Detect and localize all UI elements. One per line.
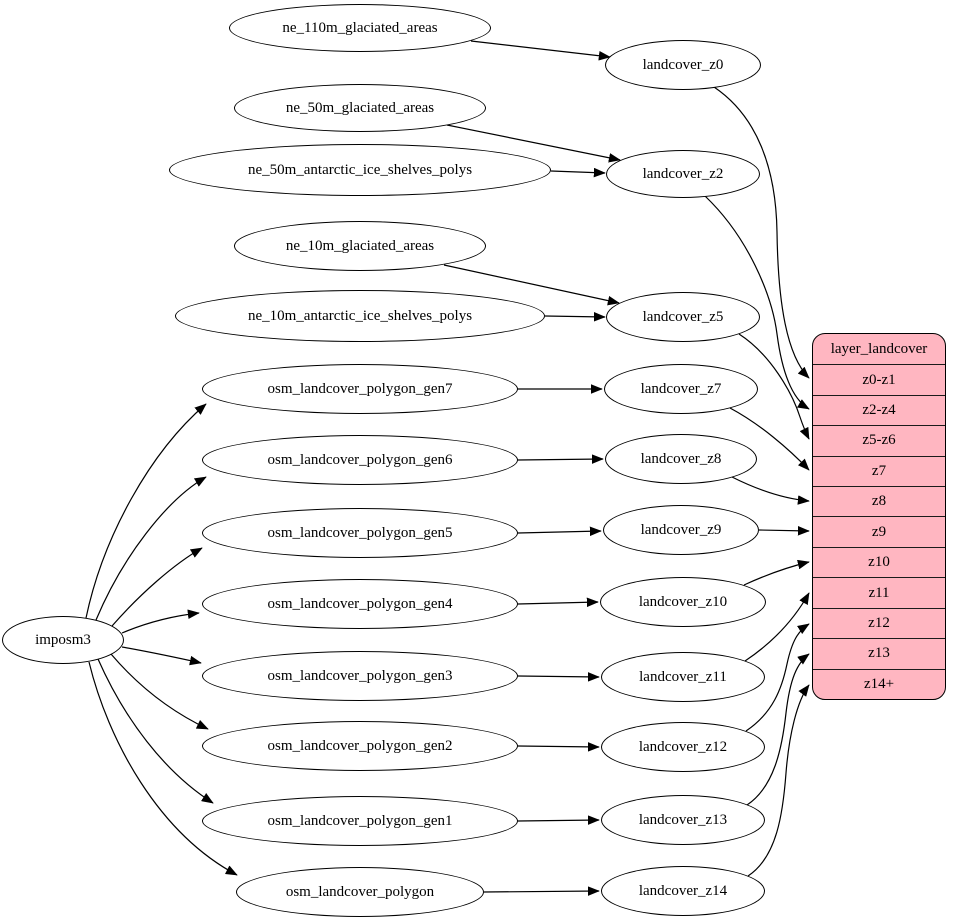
record-row-z7: z7 — [813, 455, 945, 486]
node-label: osm_landcover_polygon — [285, 883, 435, 900]
node-landcover_z12: landcover_z12 — [601, 722, 765, 772]
edge-osm_landcover_polygon_gen5-to-landcover_z9 — [517, 526, 602, 537]
edge-ne_50m_glaciated_areas-to-landcover_z2 — [446, 124, 621, 163]
node-label: osm_landcover_polygon_gen2 — [267, 737, 453, 754]
node-label: landcover_z11 — [639, 668, 727, 685]
node-label: osm_landcover_polygon_gen6 — [267, 451, 453, 468]
edge-osm_landcover_polygon_gen2-to-landcover_z12 — [517, 742, 600, 752]
record-row-z9: z9 — [813, 516, 945, 546]
node-ne_10m_glaciated_areas: ne_10m_glaciated_areas — [234, 221, 486, 271]
edge-landcover_z9-to-layer_landcover:z9 — [758, 525, 810, 536]
edge-landcover_z8-to-layer_landcover:z8 — [731, 476, 810, 505]
node-label: imposm3 — [35, 631, 91, 648]
edge-ne_10m_antarctic_ice_shelves_polys-to-landcover_z5 — [544, 312, 606, 322]
node-osm_landcover_polygon_gen3: osm_landcover_polygon_gen3 — [202, 651, 518, 701]
record-row-z10: z10 — [813, 546, 945, 577]
node-landcover_z9: landcover_z9 — [603, 505, 759, 555]
edge-ne_10m_glaciated_areas-to-landcover_z5 — [443, 264, 620, 306]
node-osm_landcover_polygon_gen1: osm_landcover_polygon_gen1 — [202, 796, 518, 846]
edge-landcover_z5-to-layer_landcover:z5-z6 — [738, 333, 810, 440]
node-osm_landcover_polygon_gen6: osm_landcover_polygon_gen6 — [202, 435, 518, 485]
record-row-z13: z13 — [813, 638, 945, 668]
node-label: ne_10m_antarctic_ice_shelves_polys — [247, 307, 473, 324]
node-osm_landcover_polygon_gen4: osm_landcover_polygon_gen4 — [202, 579, 518, 629]
node-landcover_z0: landcover_z0 — [605, 40, 761, 90]
edge-osm_landcover_polygon_gen3-to-landcover_z11 — [517, 672, 600, 682]
node-label: landcover_z0 — [642, 56, 724, 73]
node-label: landcover_z10 — [638, 593, 728, 610]
node-label: landcover_z12 — [638, 738, 728, 755]
node-label: ne_110m_glaciated_areas — [282, 19, 438, 36]
node-label: ne_10m_glaciated_areas — [285, 237, 435, 254]
edge-imposm3-to-osm_landcover_polygon_gen5 — [111, 547, 203, 627]
node-label: osm_landcover_polygon_gen1 — [267, 812, 453, 829]
record-row-z0-z1: z0-z1 — [813, 364, 945, 394]
edge-imposm3-to-osm_landcover_polygon_gen6 — [95, 476, 207, 621]
edge-osm_landcover_polygon_gen6-to-landcover_z8 — [517, 454, 604, 464]
node-label: landcover_z13 — [638, 811, 728, 828]
node-ne_50m_glaciated_areas: ne_50m_glaciated_areas — [234, 84, 486, 132]
node-label: osm_landcover_polygon_gen5 — [267, 524, 453, 541]
record-row-z2-z4: z2-z4 — [813, 394, 945, 425]
node-landcover_z10: landcover_z10 — [600, 577, 766, 627]
node-label: osm_landcover_polygon_gen7 — [267, 380, 453, 397]
node-osm_landcover_polygon_gen2: osm_landcover_polygon_gen2 — [202, 721, 518, 771]
node-label: osm_landcover_polygon_gen4 — [267, 595, 453, 612]
node-landcover_z13: landcover_z13 — [601, 795, 765, 845]
edge-landcover_z11-to-layer_landcover:z11 — [744, 592, 810, 662]
edge-osm_landcover_polygon_gen1-to-landcover_z13 — [517, 815, 600, 825]
node-label: ne_50m_glaciated_areas — [285, 99, 435, 116]
node-ne_10m_antarctic_ice_shelves_polys: ne_10m_antarctic_ice_shelves_polys — [175, 290, 545, 342]
node-landcover_z2: landcover_z2 — [606, 150, 760, 198]
node-label: ne_50m_antarctic_ice_shelves_polys — [247, 161, 473, 178]
edge-imposm3-to-osm_landcover_polygon_gen7 — [85, 403, 207, 619]
node-label: landcover_z9 — [640, 521, 722, 538]
node-label: landcover_z8 — [640, 450, 722, 467]
edge-landcover_z13-to-layer_landcover:z13 — [746, 653, 810, 806]
node-imposm3: imposm3 — [2, 616, 124, 664]
node-landcover_z8: landcover_z8 — [605, 434, 757, 484]
edge-osm_landcover_polygon-to-landcover_z14 — [483, 886, 600, 896]
node-osm_landcover_polygon: osm_landcover_polygon — [236, 867, 484, 917]
edge-landcover_z14-to-layer_landcover:z14+ — [747, 684, 810, 877]
edge-ne_110m_glaciated_areas-to-landcover_z0 — [470, 40, 611, 61]
node-label: landcover_z5 — [642, 308, 724, 325]
edge-landcover_z0-to-layer_landcover:z0-z1 — [713, 86, 810, 379]
record-row-z8: z8 — [813, 486, 945, 516]
edge-landcover_z10-to-layer_landcover:z10 — [743, 559, 810, 586]
node-ne_110m_glaciated_areas: ne_110m_glaciated_areas — [229, 4, 491, 52]
node-label: landcover_z2 — [642, 165, 724, 182]
record-row-z12: z12 — [813, 607, 945, 638]
node-label: osm_landcover_polygon_gen3 — [267, 667, 453, 684]
edge-landcover_z12-to-layer_landcover:z12 — [745, 623, 810, 732]
node-landcover_z5: landcover_z5 — [606, 292, 760, 342]
edge-imposm3-to-osm_landcover_polygon_gen4 — [121, 609, 200, 634]
record-title: layer_landcover — [830, 340, 928, 357]
node-landcover_z14: landcover_z14 — [601, 866, 765, 916]
edge-ne_50m_antarctic_ice_shelves_polys-to-landcover_z2 — [550, 167, 606, 178]
node-osm_landcover_polygon_gen5: osm_landcover_polygon_gen5 — [202, 508, 518, 558]
node-ne_50m_antarctic_ice_shelves_polys: ne_50m_antarctic_ice_shelves_polys — [169, 144, 551, 196]
record-row-z5-z6: z5-z6 — [813, 425, 945, 455]
edge-imposm3-to-osm_landcover_polygon_gen3 — [121, 646, 202, 666]
node-osm_landcover_polygon_gen7: osm_landcover_polygon_gen7 — [202, 364, 518, 414]
edge-imposm3-to-osm_landcover_polygon_gen1 — [97, 658, 214, 804]
edge-imposm3-to-osm_landcover_polygon_gen2 — [110, 653, 209, 730]
record-row-z14+: z14+ — [813, 668, 945, 699]
node-landcover_z11: landcover_z11 — [601, 652, 765, 702]
edge-landcover_z2-to-layer_landcover:z2-z4 — [704, 195, 810, 410]
edge-osm_landcover_polygon_gen4-to-landcover_z10 — [517, 597, 599, 608]
edge-imposm3-to-osm_landcover_polygon — [88, 661, 238, 876]
record-row-z11: z11 — [813, 577, 945, 607]
node-label: landcover_z14 — [638, 882, 728, 899]
edge-landcover_z7-to-layer_landcover:z7 — [729, 407, 810, 471]
node-label: landcover_z7 — [640, 380, 722, 397]
node-landcover_z7: landcover_z7 — [604, 364, 758, 414]
